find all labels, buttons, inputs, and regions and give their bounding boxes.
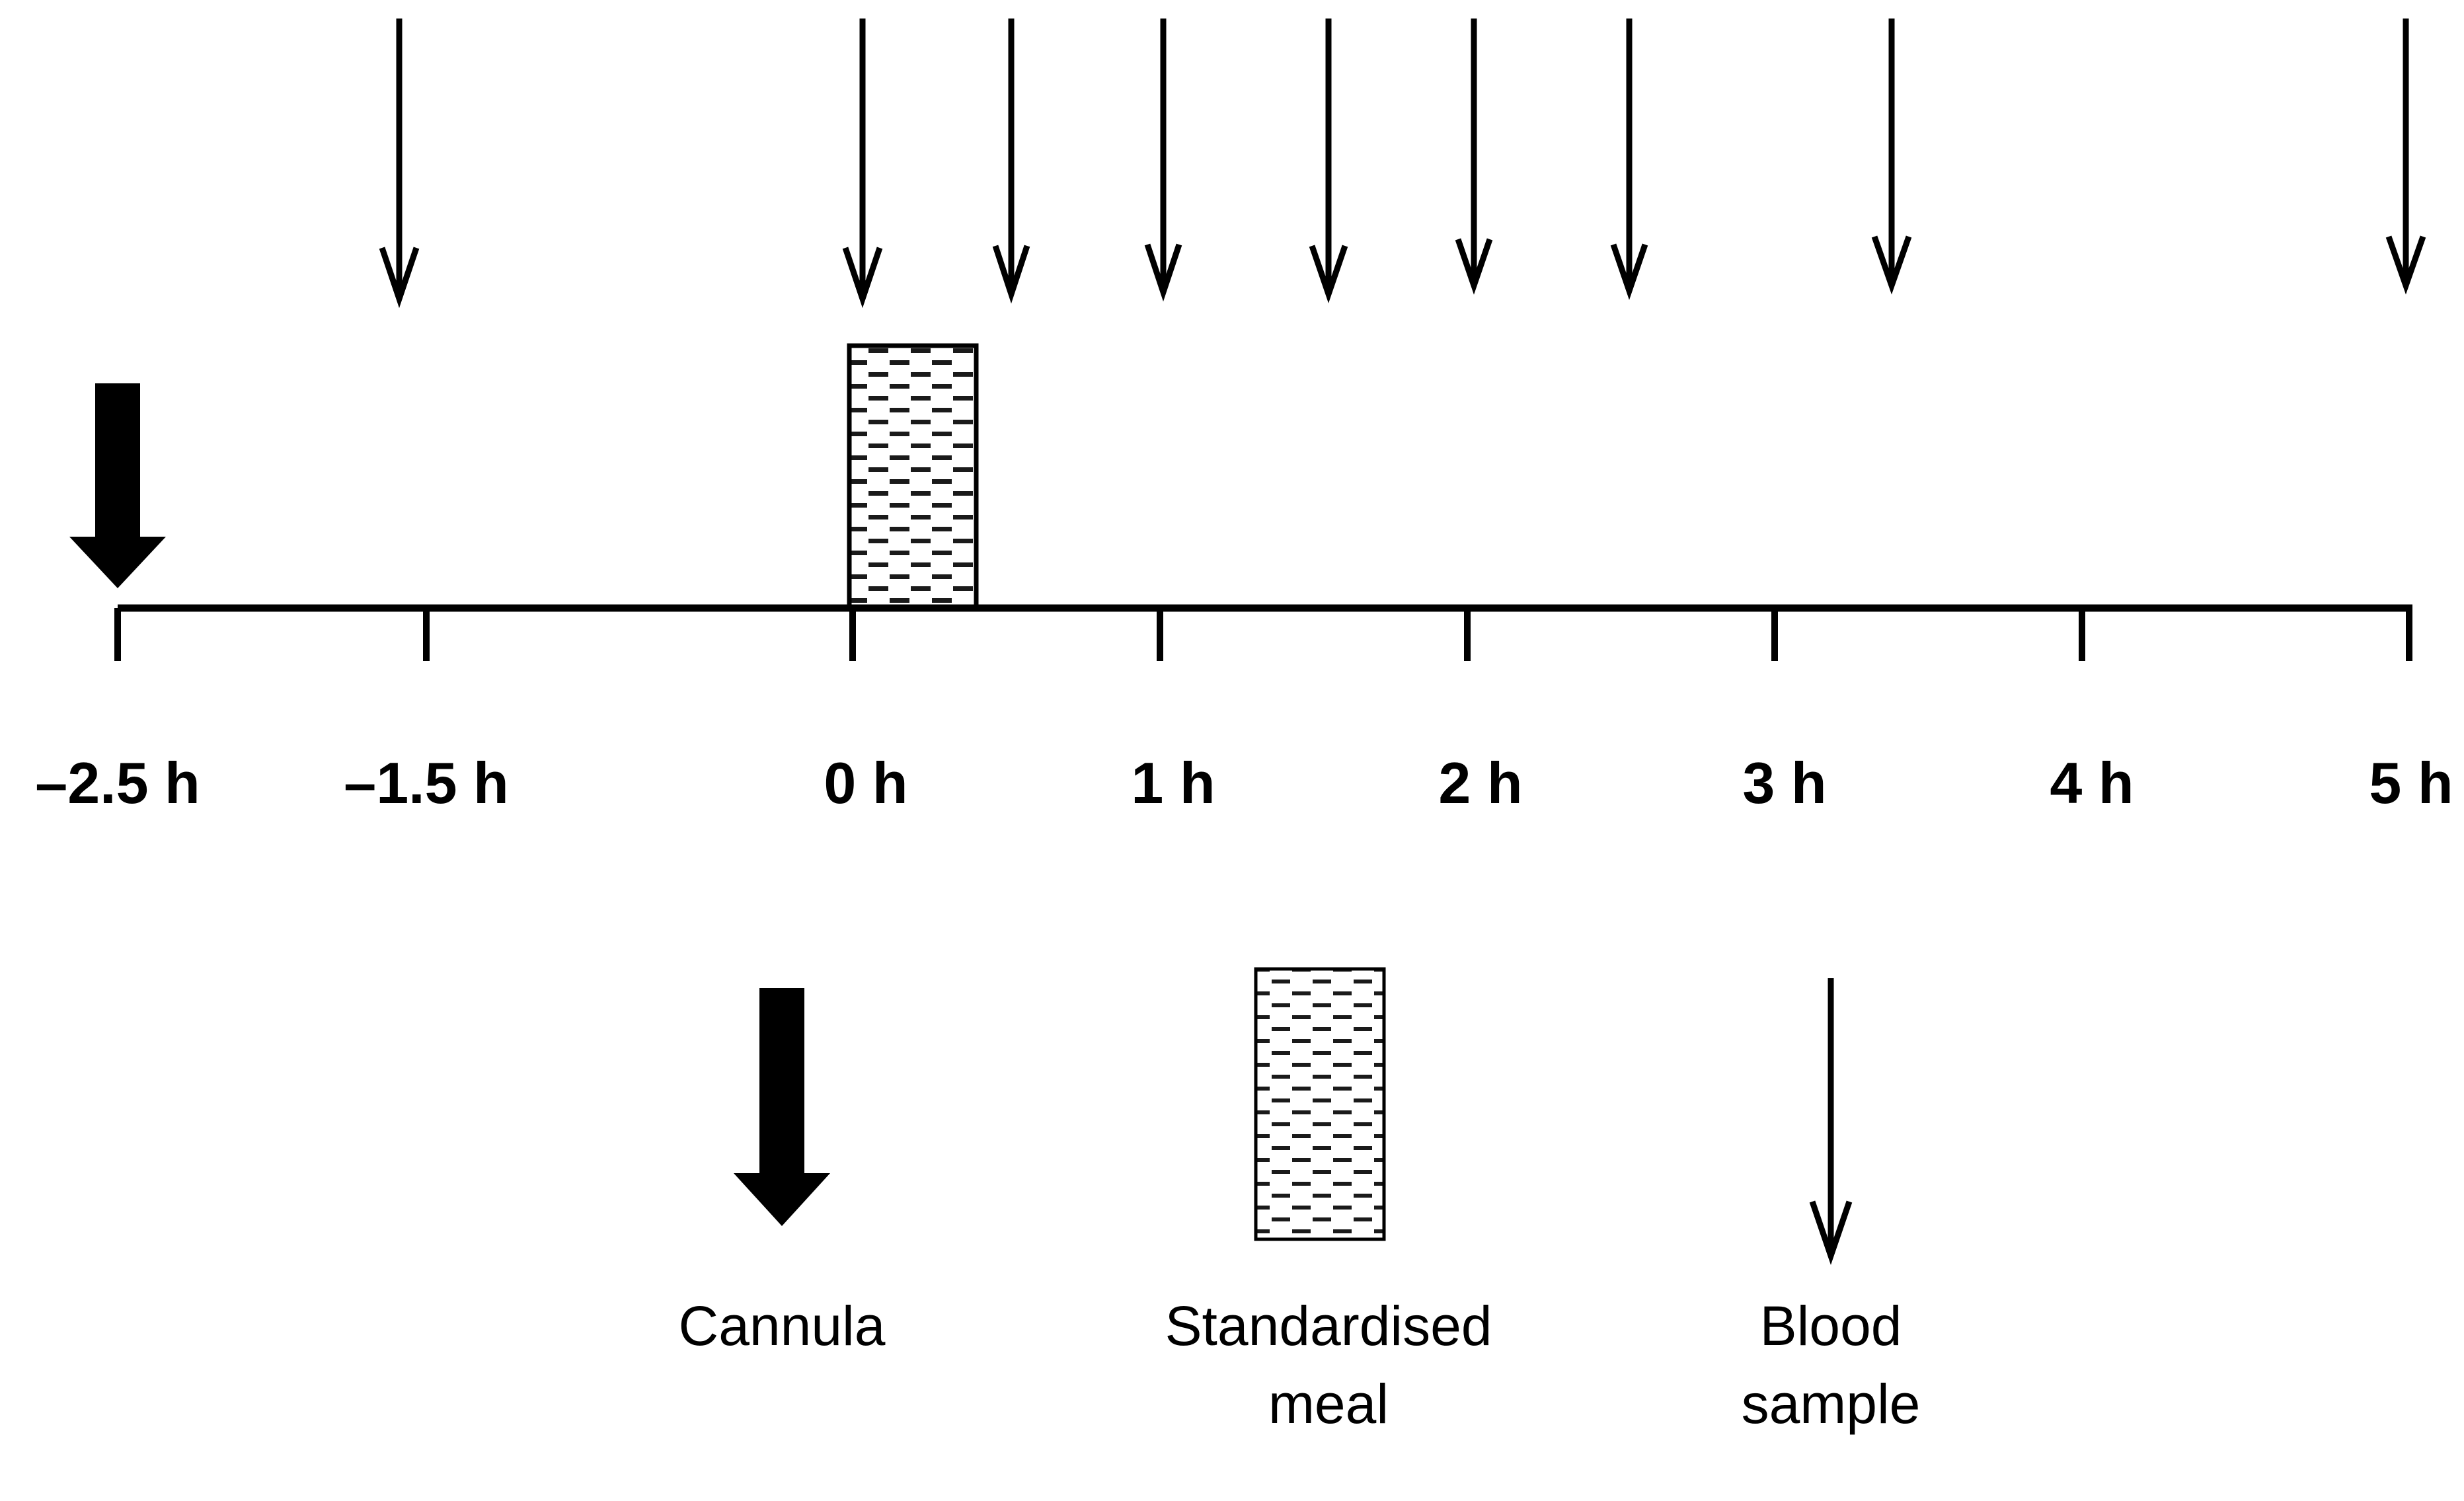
blood-sample-arrow xyxy=(1144,19,1182,302)
axis-tick-label: 5 h xyxy=(2369,750,2453,816)
legend: Cannula Standardised meal Blood sample xyxy=(679,967,1921,1435)
hatched-block-icon xyxy=(1254,967,1386,1241)
legend-label-blood-line2: sample xyxy=(1742,1373,1921,1435)
thin-down-arrow-icon xyxy=(1809,978,1853,1265)
legend-item-cannula: Cannula xyxy=(679,988,886,1357)
blood-sample-arrow xyxy=(1309,19,1348,303)
legend-label-meal-line1: Standardised xyxy=(1165,1295,1492,1357)
axis-tick-label: 1 h xyxy=(1131,750,1215,816)
blood-sample-arrow xyxy=(379,19,420,309)
axis-tick-label: 3 h xyxy=(1742,750,1826,816)
timeline-axis xyxy=(114,604,2412,661)
axis-tick-labels: –2.5 h –1.5 h 0 h 1 h 2 h 3 h 4 h 5 h xyxy=(35,750,2453,816)
legend-label-meal-line2: meal xyxy=(1268,1373,1389,1435)
blood-sample-arrow xyxy=(1871,19,1912,295)
bold-down-arrow-icon xyxy=(734,988,830,1226)
blood-sample-arrow xyxy=(1610,19,1648,300)
legend-label-blood-line1: Blood xyxy=(1760,1295,1902,1357)
legend-item-standardised-meal: Standardised meal xyxy=(1165,967,1492,1435)
blood-sample-arrow-group xyxy=(379,19,2426,309)
axis-tick-label: 4 h xyxy=(2050,750,2134,816)
standardised-meal-block xyxy=(847,343,979,611)
axis-tick-label: –2.5 h xyxy=(35,750,200,816)
axis-tick-label: 2 h xyxy=(1438,750,1522,816)
legend-item-blood-sample: Blood sample xyxy=(1742,978,1921,1435)
cannula-bold-arrow-icon xyxy=(69,383,166,588)
blood-sample-arrow xyxy=(992,19,1030,304)
axis-tick-label: –1.5 h xyxy=(344,750,508,816)
axis-tick-label: 0 h xyxy=(824,750,907,816)
blood-sample-arrow xyxy=(1455,19,1493,295)
legend-label-cannula: Cannula xyxy=(679,1295,886,1357)
blood-sample-arrow xyxy=(2385,19,2426,295)
blood-sample-arrow xyxy=(842,19,883,309)
